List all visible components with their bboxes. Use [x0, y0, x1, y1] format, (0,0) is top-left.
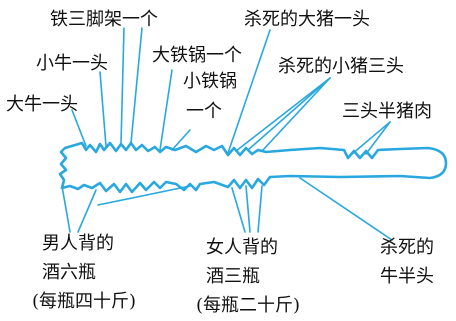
pointer-small-wok — [171, 129, 191, 151]
pointer-men-wine-1 — [61, 185, 71, 233]
pointer-lines — [61, 27, 393, 241]
label-men-wine-line3: (每瓶四十斤) — [32, 291, 137, 312]
label-big-ox: 大牛一头 — [6, 94, 78, 115]
label-half-ox-line2: 牛半头 — [380, 266, 434, 287]
pointer-half-pig-1 — [351, 121, 391, 155]
pointer-half-pig-2 — [365, 121, 391, 155]
pointer-tripod-2 — [130, 27, 143, 144]
label-men-wine-line2: 酒六瓶 — [42, 262, 96, 283]
pointer-women-wine-1 — [231, 187, 246, 233]
label-women-wine-line2: 酒三瓶 — [206, 266, 260, 287]
label-women-wine-line1: 女人背的 — [206, 237, 278, 258]
pointer-half-ox — [299, 177, 393, 241]
label-half-ox-line1: 杀死的 — [380, 237, 434, 258]
label-small-wok-line2: 一个 — [186, 101, 222, 122]
label-small-pigs: 杀死的小猪三头 — [278, 56, 404, 77]
pointer-small-pigs-3 — [261, 77, 331, 152]
label-half-pig: 三头半猪肉 — [342, 101, 432, 122]
pointer-big-wok — [159, 69, 173, 151]
tally-stick-outline — [58, 141, 448, 194]
label-big-wok: 大铁锅一个 — [152, 45, 242, 66]
pointer-men-wine-3 — [97, 185, 191, 206]
pointer-small-pigs-2 — [247, 77, 331, 151]
pointer-small-pigs-1 — [235, 77, 331, 152]
label-women-wine-line3: (每瓶二十斤) — [196, 295, 301, 316]
pointer-women-wine-2 — [245, 185, 251, 233]
pointer-women-wine-3 — [257, 185, 263, 233]
pointer-big-ox — [71, 109, 87, 147]
label-ox: 小牛一头 — [36, 53, 108, 74]
pointer-ox — [99, 71, 107, 147]
label-small-wok-line1: 小铁锅 — [183, 71, 237, 92]
pointer-tripod-1 — [120, 27, 125, 145]
label-big-pig: 杀死的大猪一头 — [244, 9, 370, 30]
label-iron-tripod: 铁三脚架一个 — [50, 9, 158, 30]
label-men-wine-line1: 男人背的 — [42, 233, 114, 254]
pointer-men-wine-2 — [77, 189, 97, 233]
pointer-big-pig — [227, 29, 271, 154]
